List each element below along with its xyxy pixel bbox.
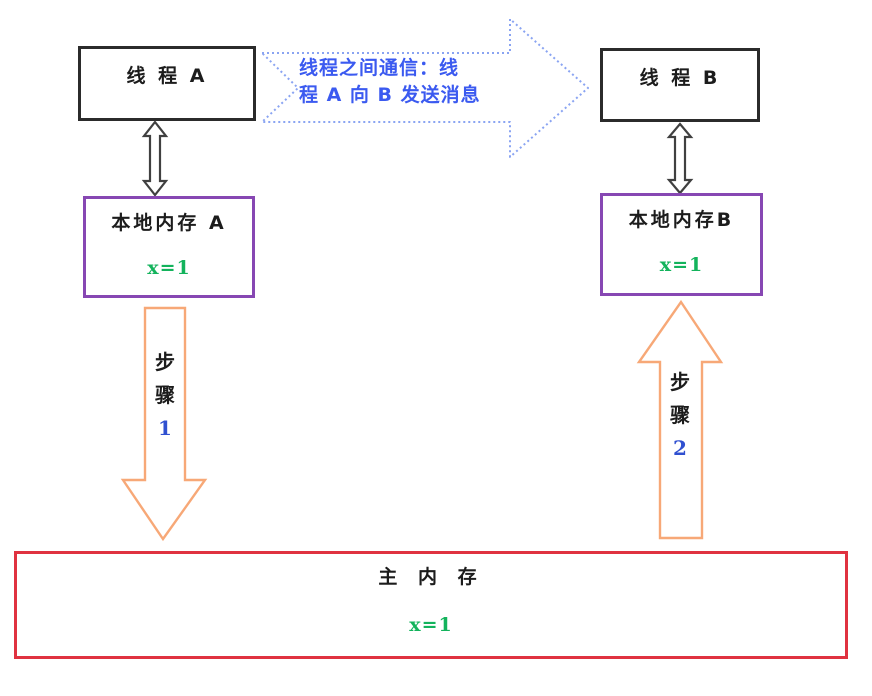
step1-label: 步 骤 1 (145, 346, 185, 445)
message-arrow-shape (261, 18, 589, 158)
step1-down-arrow (120, 306, 208, 542)
local-memory-a-label: 本地内存 A (111, 212, 227, 234)
step2-up-arrow (636, 299, 724, 540)
local-memory-a-value: x=1 (147, 257, 191, 279)
message-arrow-text: 线程之间通信：线 程 A 向 B 发送消息 (299, 55, 531, 109)
step2-char-2: 骤 (670, 403, 690, 427)
step2-number: 2 (673, 436, 687, 460)
local-memory-b-value: x=1 (659, 254, 704, 276)
thread-a-label: 线 程 A (126, 65, 208, 87)
step2-char-1: 步 (670, 370, 690, 394)
step1-char-2: 骤 (155, 383, 175, 407)
local-memory-b-box: 本地内存B x=1 (600, 193, 763, 296)
step1-number: 1 (158, 416, 172, 440)
message-line-1: 线程之间通信：线 (299, 57, 460, 79)
thread-a-box: 线 程 A (78, 46, 256, 121)
local-memory-b-label: 本地内存B (628, 209, 735, 231)
local-memory-a-box: 本地内存 A x=1 (83, 196, 255, 298)
main-memory-label: 主 内 存 (378, 566, 484, 588)
main-memory-box: 主 内 存 x=1 (14, 551, 848, 659)
thread-b-box: 线 程 B (600, 48, 760, 122)
bidirectional-arrow-b (666, 122, 694, 195)
step2-label: 步 骤 2 (660, 366, 700, 465)
thread-b-label: 线 程 B (639, 67, 721, 89)
main-memory-value: x=1 (409, 614, 453, 636)
bidirectional-arrow-a (141, 120, 169, 197)
message-line-2: 程 A 向 B 发送消息 (299, 84, 481, 106)
step1-char-1: 步 (155, 350, 175, 374)
